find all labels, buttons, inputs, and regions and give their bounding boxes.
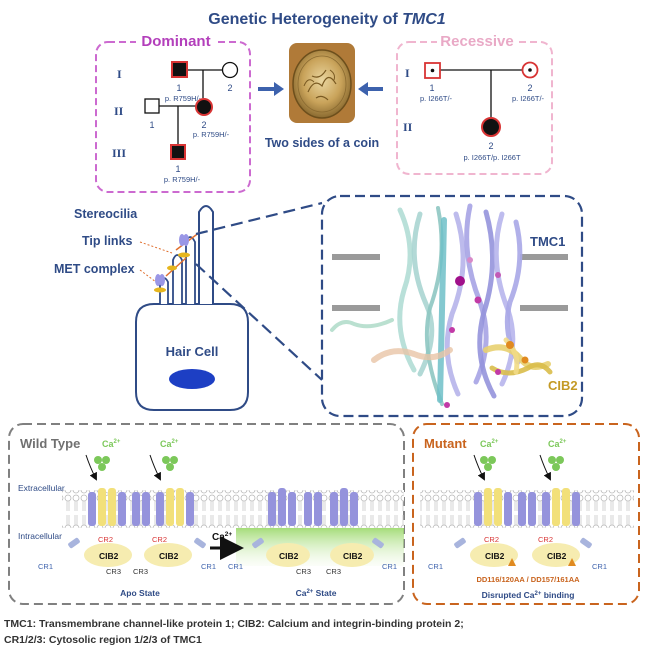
extracellular-label: Extracellular: [18, 483, 65, 493]
recessive-genotype-i2: p. I266T/-: [512, 94, 545, 103]
tmc1-structure-label: TMC1: [530, 234, 565, 249]
footnote-line-2: CR1/2/3: Cytosolic region 1/2/3 of TMC1: [4, 634, 202, 646]
dominant-unaffected-male-gen2: [144, 98, 160, 114]
dominant-affected-male-gen3: [170, 144, 186, 160]
arrow-left-to-coin: [358, 82, 383, 96]
cr1-wt-left: CR1: [38, 562, 53, 571]
channel-ca-bound: [252, 488, 384, 567]
cr2-wt-left: CR2: [98, 535, 113, 544]
cr1-ca-left: CR1: [228, 562, 243, 571]
ca-state-green-region: [236, 528, 404, 566]
cr1-mut-left: CR1: [428, 562, 443, 571]
dominant-genotype-i1: p. R759H/-: [165, 94, 202, 103]
ca-arrow-label: Ca2+: [212, 531, 232, 543]
arrow-right-to-coin: [258, 82, 284, 96]
recessive-label: Recessive: [440, 33, 513, 50]
cr2-wt-right: CR2: [152, 535, 167, 544]
ca-label-wt-right: Ca2+: [160, 439, 179, 449]
apo-state-label: Apo State: [120, 588, 160, 598]
ca-label-mut-right: Ca2+: [548, 439, 567, 449]
recessive-gen-2: II: [403, 120, 413, 134]
cr3-wt-right: CR3: [133, 567, 148, 576]
recessive-pedigree-panel: Recessive I II 1 2 p. I266T/- p. I266T/-…: [396, 32, 553, 175]
mutant-label: Mutant: [424, 436, 467, 451]
stereocilia-label: Stereocilia: [74, 207, 138, 221]
dominant-affected-male-gen1: [171, 61, 188, 78]
dominant-id-i1: 1: [176, 83, 181, 93]
cib2-mut-right: CIB2: [547, 551, 567, 561]
dominant-gen-3: III: [112, 146, 126, 160]
intracellular-label: Intracellular: [18, 531, 62, 541]
met-complex-label: MET complex: [54, 262, 135, 276]
title-gene: TMC1: [402, 11, 446, 28]
cib2-mut-left: CIB2: [485, 551, 505, 561]
recessive-affected-child-gen2: [481, 117, 501, 137]
footnote-line-1: TMC1: Transmembrane channel-like protein…: [4, 618, 464, 630]
mutant-panel: Mutant Ca2+ Ca2+: [412, 423, 640, 605]
figure-title: Genetic Heterogeneity of TMC1: [208, 11, 445, 28]
coin-icon: [292, 49, 352, 119]
cr3-ca-left: CR3: [296, 567, 311, 576]
ca-state-label: Ca2+ State: [296, 588, 337, 598]
recessive-gen-1: I: [405, 66, 410, 80]
mutations-label: DD116/120AA / DD157/161AA: [476, 575, 580, 584]
ca-cluster-mut-left: [480, 456, 496, 471]
ca-label-wt-left: Ca2+: [102, 439, 121, 449]
nucleus-icon: [169, 369, 215, 389]
dominant-pedigree-panel: Dominant I II III 1 2 p. R759H/- 1 2 p. …: [95, 32, 251, 193]
ca-cluster-wt-left: [94, 456, 110, 471]
dominant-genotype-ii2: p. R759H/-: [193, 130, 230, 139]
disrupted-binding-label: Disrupted Ca2+ binding: [482, 590, 575, 600]
cr3-ca-right: CR3: [326, 567, 341, 576]
recessive-genotype-ii2: p. I266T/p. I266T: [463, 153, 521, 162]
cib2-structure-label: CIB2: [548, 378, 578, 393]
dominant-affected-female-gen2: [195, 98, 213, 116]
channel-mutant: [454, 488, 592, 567]
dominant-id-ii1: 1: [149, 120, 154, 130]
ca-label-mut-left: Ca2+: [480, 439, 499, 449]
title-prefix: Genetic Heterogeneity of: [208, 11, 402, 28]
ca-cluster-mut-right: [548, 456, 564, 471]
dominant-gen-1: I: [117, 67, 122, 81]
cr1-wt-right: CR1: [201, 562, 216, 571]
recessive-id-i1: 1: [429, 83, 434, 93]
ca-cluster-wt-right: [162, 456, 178, 471]
coin-caption: Two sides of a coin: [265, 136, 379, 150]
dominant-id-ii2: 2: [201, 120, 206, 130]
dominant-genotype-iii1: p. R759H/-: [164, 175, 201, 184]
cib2-ca-left: CIB2: [279, 551, 299, 561]
structure-panel: TMC1 CIB2: [320, 194, 584, 418]
channel-apo: [68, 488, 206, 567]
cib2-ca-right: CIB2: [343, 551, 363, 561]
wild-type-label: Wild Type: [20, 436, 80, 451]
cr1-ca-right: CR1: [382, 562, 397, 571]
recessive-id-i2: 2: [527, 83, 532, 93]
tip-links-label: Tip links: [82, 234, 133, 248]
cr3-wt-left: CR3: [106, 567, 121, 576]
cib2-wt-left: CIB2: [99, 551, 119, 561]
cr2-mut-left: CR2: [484, 535, 499, 544]
dominant-unaffected-female-gen1: [221, 61, 239, 79]
cib2-wt-right: CIB2: [159, 551, 179, 561]
tmc1-ribbon-structure: [330, 203, 523, 406]
cr2-mut-right: CR2: [538, 535, 553, 544]
hair-cell-illustration: Hair Cell: [135, 205, 249, 411]
cr1-mut-right: CR1: [592, 562, 607, 571]
dominant-id-iii1: 1: [175, 164, 180, 174]
recessive-genotype-i1: p. I266T/-: [420, 94, 453, 103]
dominant-label: Dominant: [141, 33, 210, 50]
wild-type-panel: Wild Type Extracellular Intracellular Ca…: [8, 423, 405, 605]
coin-illustration: [289, 43, 355, 123]
dominant-gen-2: II: [114, 104, 124, 118]
hair-cell-label: Hair Cell: [166, 344, 219, 359]
dominant-id-i2: 2: [227, 83, 232, 93]
recessive-id-ii2: 2: [488, 141, 493, 151]
